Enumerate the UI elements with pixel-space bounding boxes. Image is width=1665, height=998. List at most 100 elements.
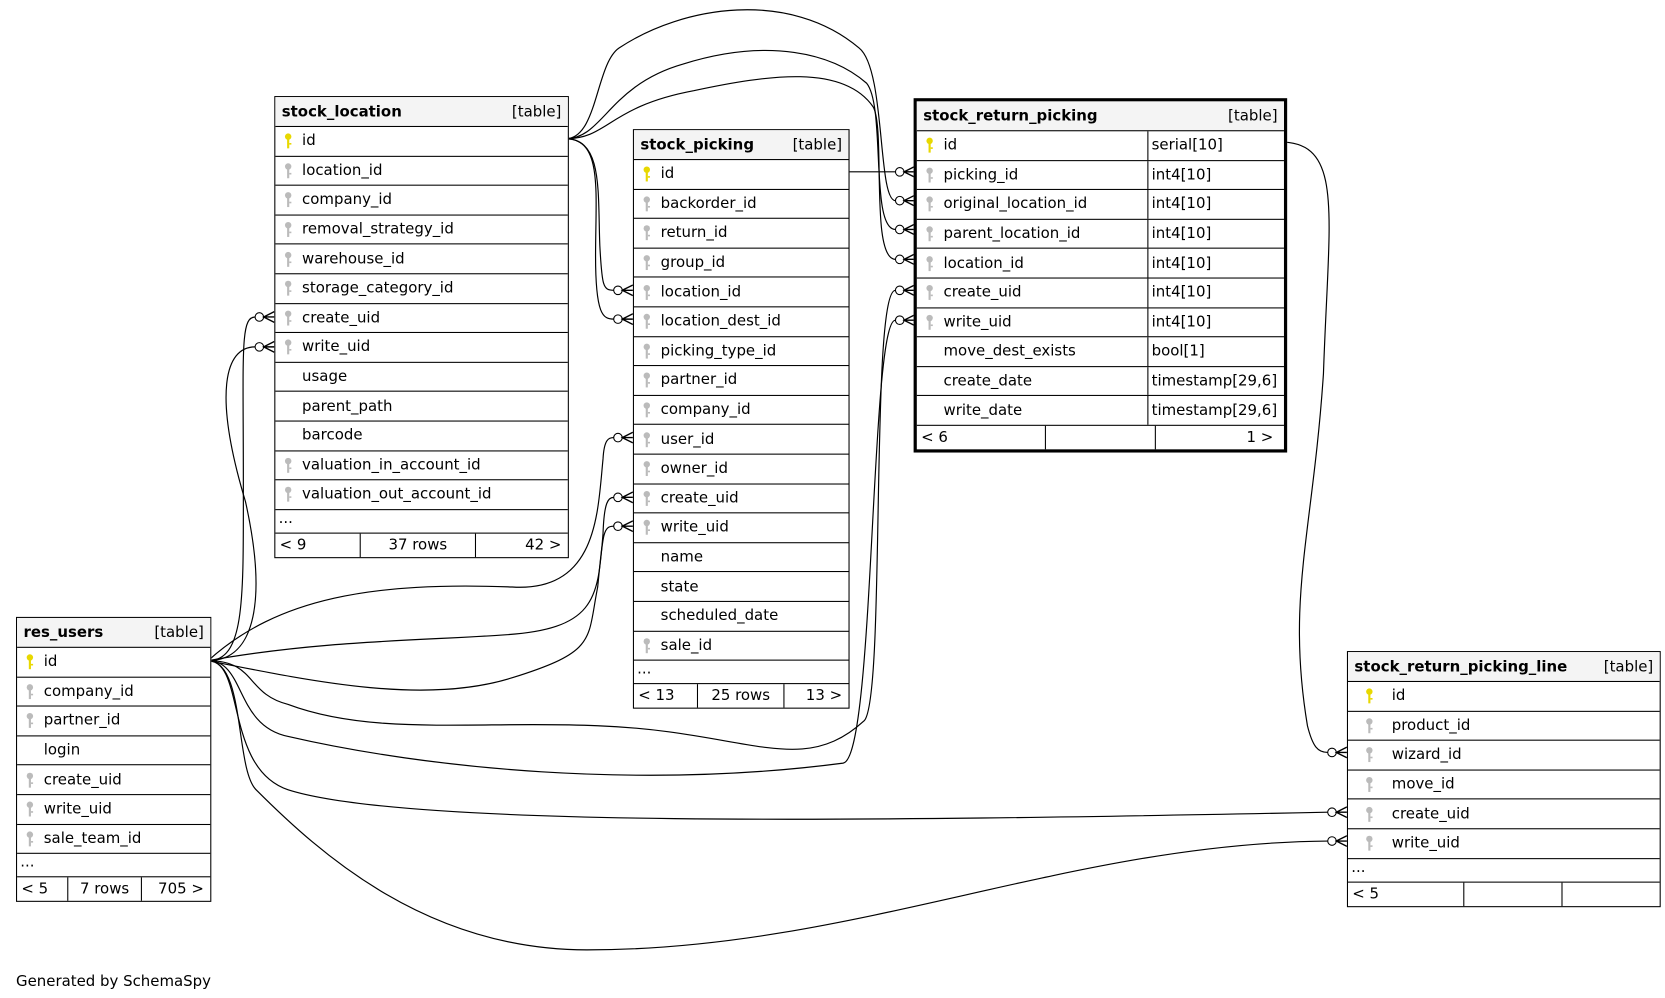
table-header[interactable]: stock_location [table] (275, 97, 568, 128)
parent-count[interactable]: < 9 (279, 536, 307, 554)
column-name: scheduled_date (660, 607, 779, 625)
column-row[interactable]: warehouse_id (275, 245, 568, 275)
column-row[interactable]: login (17, 736, 211, 766)
table-name[interactable]: stock_return_picking (923, 107, 1098, 125)
column-name: owner_id (660, 460, 728, 478)
foreign-key-icon (275, 221, 301, 238)
column-row[interactable]: storage_category_id (275, 274, 568, 304)
child-count[interactable]: 42 > (474, 533, 566, 557)
column-row[interactable]: return_id (633, 219, 849, 249)
foreign-key-icon (634, 637, 660, 654)
child-count[interactable]: 13 > (783, 684, 846, 708)
column-row[interactable]: owner_id (633, 455, 849, 485)
column-row[interactable]: product_id (1347, 711, 1660, 741)
column-row[interactable]: write_uid (275, 333, 568, 363)
column-row[interactable]: group_id (633, 248, 849, 278)
table-name[interactable]: res_users (23, 623, 104, 641)
table-header[interactable]: stock_picking[table] (633, 130, 849, 161)
column-row[interactable]: name (633, 543, 849, 573)
foreign-key-icon (634, 313, 660, 330)
column-row[interactable]: parent_path (275, 392, 568, 422)
column-row[interactable]: removal_strategy_id (275, 215, 568, 245)
column-row[interactable]: id (275, 127, 568, 157)
more-columns[interactable]: ... (1347, 859, 1660, 883)
column-row[interactable]: id (633, 160, 849, 190)
table-name[interactable]: stock_location (281, 102, 402, 121)
table-kind: [table] (511, 102, 562, 121)
column-row[interactable]: wizard_id (1347, 741, 1660, 771)
column-row[interactable]: move_id (1347, 770, 1660, 800)
foreign-key-icon (275, 486, 301, 503)
column-row[interactable]: barcode (275, 422, 568, 451)
column-row[interactable]: location_dest_id (633, 307, 849, 337)
column-row[interactable]: scheduled_date (633, 602, 849, 632)
column-row[interactable]: id (1347, 682, 1660, 712)
row-count: 25 rows (696, 684, 783, 708)
column-row[interactable]: location_id (275, 156, 568, 186)
column-name: backorder_id (660, 195, 757, 213)
column-row[interactable]: backorder_id (633, 190, 849, 219)
column-row[interactable]: create_uid (17, 766, 211, 796)
parent-count[interactable]: < 5 (1352, 885, 1380, 903)
column-type: int4[10] (1147, 219, 1284, 249)
column-row[interactable]: create_uid (633, 484, 849, 514)
column-row[interactable]: sale_id (633, 631, 849, 661)
column-row[interactable]: location_id (633, 278, 849, 308)
edge-users-to-return-create (208, 284, 915, 750)
table-header[interactable]: stock_return_picking_line[table] (1347, 652, 1660, 683)
column-row[interactable]: sale_team_id (17, 825, 211, 855)
more-columns[interactable]: ... (633, 661, 849, 685)
column-row[interactable]: company_id (275, 186, 568, 216)
column-row[interactable]: id (17, 648, 211, 678)
column-row[interactable]: partner_id (633, 366, 849, 396)
child-count[interactable] (1561, 882, 1657, 906)
column-row[interactable]: write_uid (633, 514, 849, 543)
column-name: create_uid (660, 489, 739, 507)
column-row[interactable]: valuation_in_account_id (275, 451, 568, 481)
column-row[interactable]: valuation_out_account_id (275, 480, 568, 510)
column-row[interactable]: picking_type_id (633, 337, 849, 367)
child-count[interactable]: 1 > (1154, 425, 1278, 450)
column-row[interactable]: state (633, 572, 849, 602)
parent-count[interactable]: < 5 (21, 880, 49, 898)
more-columns[interactable]: ... (275, 510, 568, 534)
edge-stock-location-to-picking-location-dest (565, 138, 634, 326)
table-header[interactable]: stock_return_picking[table] (916, 101, 1284, 132)
column-row[interactable]: company_id (17, 677, 211, 707)
column-row[interactable]: company_id (633, 396, 849, 426)
more-columns[interactable]: ... (17, 854, 211, 878)
column-row[interactable]: partner_id (17, 707, 211, 737)
column-row[interactable]: write_uid (17, 795, 211, 825)
parent-count[interactable]: < 6 (921, 428, 948, 447)
child-count[interactable]: 705 > (140, 877, 208, 901)
column-row[interactable]: user_id (633, 425, 849, 455)
table-name[interactable]: stock_picking (640, 136, 755, 154)
foreign-key-icon (275, 457, 301, 474)
table-header[interactable]: res_users [table] (17, 617, 211, 648)
column-name: id (660, 165, 675, 183)
table-kind: [table] (154, 623, 204, 641)
column-row[interactable]: create_uid (1347, 800, 1660, 830)
table-name[interactable]: stock_return_picking_line (1354, 657, 1568, 676)
parent-count[interactable]: < 13 (638, 687, 675, 705)
column-row[interactable]: write_uid (1347, 829, 1660, 859)
crows-foot-icon (620, 284, 634, 297)
column-row[interactable]: usage (275, 363, 568, 393)
column-name: write_uid (660, 519, 729, 537)
column-row[interactable]: create_uid (275, 304, 568, 334)
